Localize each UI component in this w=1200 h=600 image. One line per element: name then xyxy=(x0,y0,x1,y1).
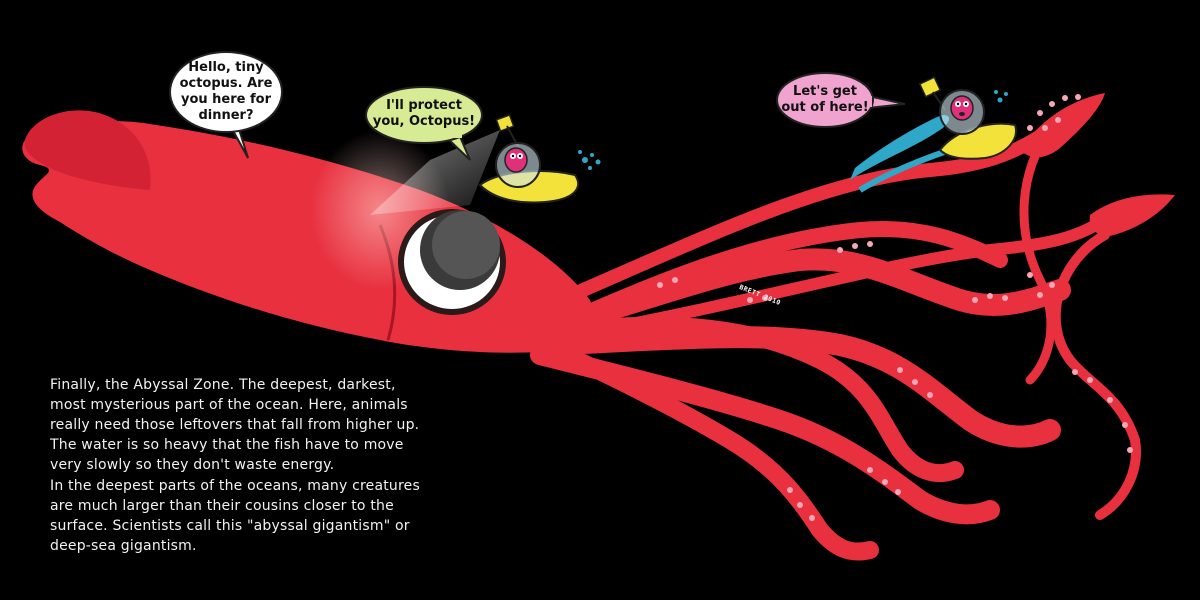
octopus-icon xyxy=(504,147,528,173)
squid-long-tentacle xyxy=(1050,230,1141,520)
bubble-line: you here for xyxy=(180,92,271,107)
squid-arms xyxy=(529,221,1071,561)
speech-bubble-protector-text: I'll protect you, Octopus! xyxy=(370,98,478,130)
story-paragraph-1: Finally, the Abyssal Zone. The deepest, … xyxy=(50,377,420,473)
fleeing-submarine-icon xyxy=(850,76,1017,193)
speech-bubble-squid-text: Hello, tiny octopus. Are you here for di… xyxy=(176,60,276,124)
squid-fin xyxy=(24,110,151,190)
speech-bubble-octopus xyxy=(776,72,906,128)
bubble-line: octopus. Are xyxy=(179,76,273,91)
bubble-line: out of here! xyxy=(781,100,869,115)
bubbles-icon-2 xyxy=(994,90,1008,103)
speech-bubble-squid xyxy=(169,51,283,159)
submarine-icon xyxy=(370,114,601,215)
tentacle-club-top xyxy=(1020,93,1105,158)
bubbles-icon xyxy=(578,150,601,170)
story-paragraph-2: In the deepest parts of the oceans, many… xyxy=(50,478,420,554)
propeller-wake xyxy=(850,115,950,180)
worried-octopus-icon xyxy=(950,95,974,121)
giant-squid-icon xyxy=(22,93,1175,561)
speech-bubble-octopus-text: Let's get out of here! xyxy=(780,84,870,116)
bubble-line: I'll protect xyxy=(386,98,462,113)
squid-suckers xyxy=(657,94,1133,521)
squid-eye-icon xyxy=(398,209,506,315)
bubble-line: you, Octopus! xyxy=(372,114,476,129)
speech-bubble-protector xyxy=(365,86,483,161)
tentacle-club-right xyxy=(1089,194,1175,236)
flashlight-beam xyxy=(370,130,500,215)
bubble-line: dinner? xyxy=(198,108,254,123)
bubble-line: Hello, tiny xyxy=(188,60,264,75)
bubble-line: Let's get xyxy=(793,84,857,99)
squid-long-tentacle-2 xyxy=(1019,125,1056,385)
